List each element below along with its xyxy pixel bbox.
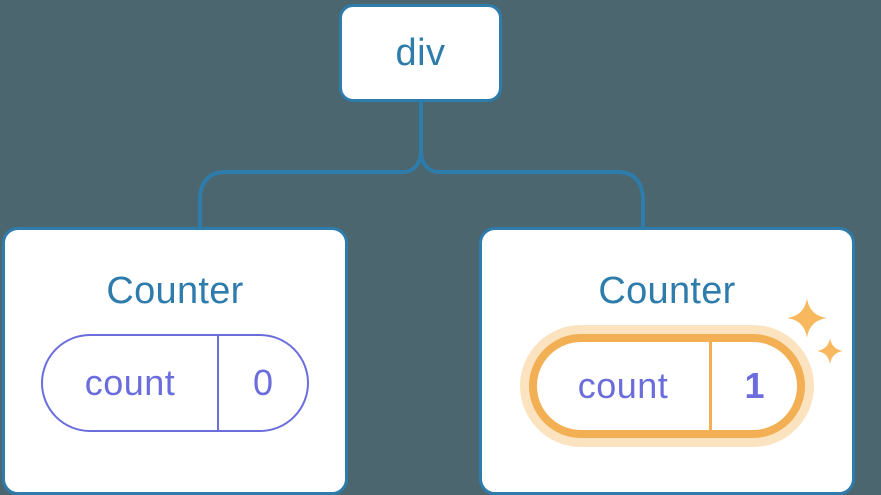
node-counter-left[interactable]: Counter count 0 [2,227,348,495]
state-pill-divider [217,336,219,430]
state-pill-divider [709,342,712,430]
connector-branch-right [419,148,645,231]
state-pill-wrapper: count 1 [529,298,843,438]
state-key-label: count [84,362,176,403]
counter-title: Counter [598,270,736,312]
sparkle-large-icon [787,298,827,338]
node-counter-right[interactable]: Counter count 1 [479,227,855,495]
counter-title: Counter [106,270,244,312]
sparkle-small-icon [817,338,843,364]
state-key-label: count [577,365,669,406]
connector-stem-and-branches [198,99,423,231]
state-value-label: 0 [252,362,274,403]
node-root-div[interactable]: div [339,4,502,102]
state-pill-wrapper: count 0 [41,334,309,432]
root-node-label: div [395,32,446,74]
state-value-label: 1 [744,365,765,406]
state-pill-count-left[interactable]: count 0 [41,334,309,432]
state-pill-count-right[interactable]: count 1 [529,334,805,438]
